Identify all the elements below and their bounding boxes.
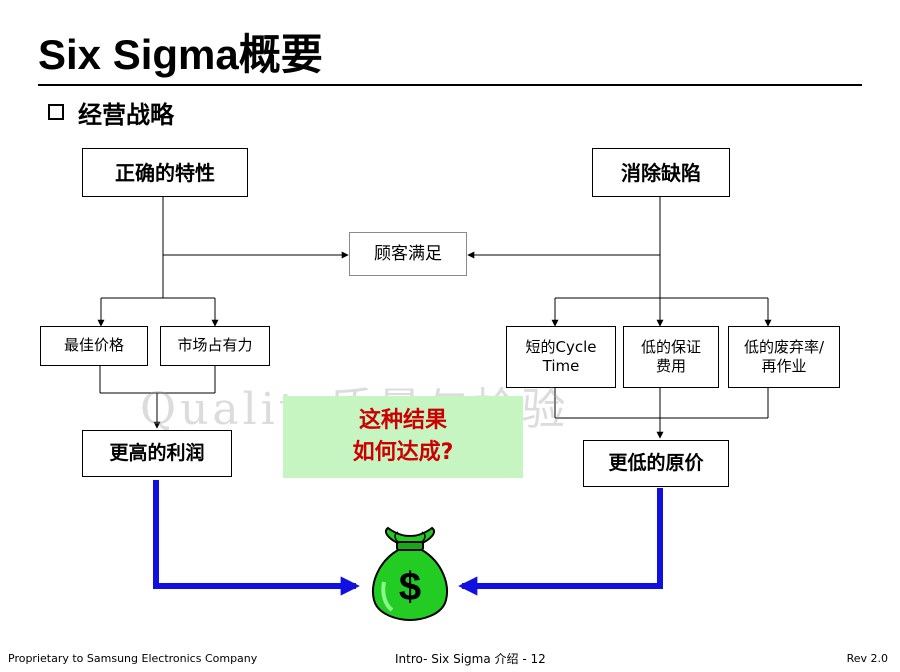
- checkbox-icon: [48, 104, 64, 120]
- box-low-warranty-cost: 低的保证费用: [623, 326, 719, 388]
- box-market-share: 市场占有力: [160, 326, 270, 366]
- title-rule: [38, 84, 862, 86]
- box-short-cycle-time: 短的Cycle Time: [506, 326, 616, 388]
- box-correct-characteristics: 正确的特性: [82, 148, 248, 197]
- footer-page: Intro- Six Sigma 介绍 - 12: [395, 652, 546, 666]
- money-bag-icon: $: [372, 526, 448, 622]
- footer-left: Proprietary to Samsung Electronics Compa…: [8, 652, 258, 665]
- box-higher-profit: 更高的利润: [82, 430, 232, 477]
- question-highlight: 这种结果 如何达成?: [283, 396, 523, 478]
- right-blue-arrow: [458, 488, 663, 596]
- box-customer-satisfaction: 顾客满足: [349, 232, 467, 276]
- box-low-scrap-rework: 低的废弃率/再作业: [728, 326, 840, 388]
- bullet-text: 经营战略: [78, 100, 174, 129]
- box-best-price: 最佳价格: [40, 326, 148, 366]
- box-eliminate-defects: 消除缺陷: [592, 148, 730, 197]
- footer-revision: Rev 2.0: [846, 652, 888, 665]
- question-line-2: 如何达成?: [352, 440, 454, 465]
- money-symbol: $: [399, 565, 421, 609]
- question-line-1: 这种结果: [358, 408, 447, 433]
- box-lower-cost: 更低的原价: [583, 440, 729, 487]
- left-blue-arrow: [153, 480, 360, 596]
- slide-title: Six Sigma概要: [38, 31, 323, 78]
- bullet-item: 经营战略: [48, 96, 174, 129]
